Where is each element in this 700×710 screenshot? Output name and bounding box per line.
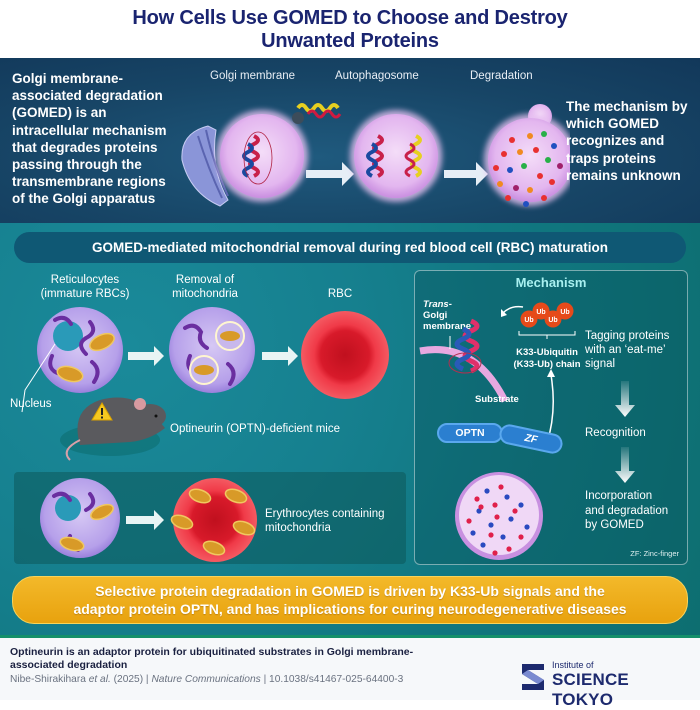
nucleus-pointer-line	[21, 343, 56, 413]
label-trans-golgi-membrane: Trans- Golgi membrane	[423, 299, 472, 332]
svg-text:Ub: Ub	[524, 317, 533, 324]
unknown-mechanism-text: The mechanism by which GOMED recognizes …	[566, 99, 688, 183]
reticulocyte-cell-icon	[40, 478, 120, 558]
degradation-vesicle-icon	[484, 104, 570, 207]
logo-institute-of: Institute of	[552, 660, 594, 670]
year: (2025) |	[113, 674, 149, 685]
step-label-autophagosome: Autophagosome	[335, 70, 419, 82]
citation-footer: Optineurin is an adaptor protein for ubi…	[0, 635, 700, 709]
gomed-process-illustration	[181, 103, 570, 207]
label-reticulocytes: Reticulocytes(immature RBCs)	[40, 274, 130, 300]
arrow-right-icon	[444, 162, 488, 186]
conclusion-banner: Selective protein degradation in GOMED i…	[12, 576, 688, 624]
curved-arrow-icon	[502, 305, 524, 314]
gomed-definition-text: Golgi membrane-associated degradation (G…	[12, 71, 167, 207]
label-nucleus: Nucleus	[10, 398, 52, 410]
conclusion-line-2: adaptor protein OPTN, and has implicatio…	[73, 601, 627, 617]
label-rbc: RBC	[327, 288, 353, 300]
svg-text:Ub: Ub	[560, 309, 569, 316]
science-tokyo-logo: Institute of SCIENCE TOKYO	[520, 658, 690, 709]
page-title: How Cells Use GOMED to Choose and Destro…	[0, 0, 700, 53]
arrow-down-icon	[615, 447, 635, 483]
gomed-degradation-vesicle-icon	[455, 472, 543, 560]
arrow-right-icon	[306, 162, 354, 186]
label-substrate: Substrate	[475, 394, 519, 405]
label-optn-deficient-mice: Optineurin (OPTN)-deficient mice	[170, 423, 340, 435]
title-line-1: How Cells Use GOMED to Choose and Destro…	[132, 7, 568, 29]
protein-helix-icon	[292, 103, 342, 124]
arrow-right-icon	[126, 510, 164, 530]
rbc-maturation-illustration	[21, 307, 389, 461]
mouse-icon	[60, 397, 166, 461]
arrow-right-icon	[128, 346, 164, 366]
step-label-degradation: Degradation	[470, 70, 533, 82]
warning-triangle-icon	[91, 402, 113, 421]
journal-name: Nature Communications	[151, 674, 261, 685]
autophagosome-icon	[350, 110, 442, 202]
science-tokyo-s-icon	[522, 664, 544, 690]
zf-footnote: ZF: Zinc-finger	[630, 549, 679, 558]
erythrocyte-with-mitochondria-icon	[170, 478, 257, 562]
step-label-golgi-membrane: Golgi membrane	[210, 70, 296, 82]
arrow-right-icon	[262, 346, 298, 366]
svg-text:Ub: Ub	[536, 309, 545, 316]
paper-citation: Nibe-Shirakihara et al. (2025) | Nature …	[10, 674, 403, 685]
optn-protein: OPTN	[437, 423, 503, 443]
ubiquitin-chain-icon: Ub Ub Ub Ub	[518, 302, 576, 339]
mechanism-panel: Mechanism Trans- Golgi membrane Ub Ub Ub…	[414, 270, 688, 565]
gomed-overview-panel: Golgi membrane-associated degradation (G…	[0, 58, 700, 223]
golgi-apparatus-icon	[181, 125, 229, 207]
step-recognition: Recognition	[585, 427, 646, 439]
et-al: et al.	[88, 674, 111, 685]
title-line-2: Unwanted Proteins	[261, 30, 439, 52]
substrate-helix-icon	[448, 318, 482, 374]
section-banner: GOMED-mediated mitochondrial removal dur…	[14, 232, 686, 263]
reticulocyte-cell-icon	[37, 307, 123, 393]
page-header: How Cells Use GOMED to Choose and Destro…	[0, 0, 700, 58]
paper-title: Optineurin is an adaptor protein for ubi…	[10, 646, 414, 671]
label-k33-ubiquitin-chain: K33-Ubiquitin(K33-Ub) chain	[513, 347, 581, 370]
mitochondria-removal-cell-icon	[169, 307, 255, 393]
erythrocyte-comparison-illustration	[40, 478, 257, 562]
svg-text:Ub: Ub	[548, 317, 557, 324]
mechanism-title: Mechanism	[515, 275, 587, 290]
rbc-maturation-area: GOMED-mediated mitochondrial removal dur…	[0, 223, 700, 635]
arrow-down-icon	[615, 381, 635, 417]
logo-science-tokyo: SCIENCE TOKYO	[552, 670, 629, 709]
red-blood-cell-icon	[301, 311, 389, 399]
authors: Nibe-Shirakihara	[10, 674, 86, 685]
golgi-vesicle-icon	[216, 110, 308, 202]
doi-link[interactable]: | 10.1038/s41467-025-64400-3	[263, 674, 404, 685]
conclusion-line-1: Selective protein degradation in GOMED i…	[95, 583, 605, 599]
